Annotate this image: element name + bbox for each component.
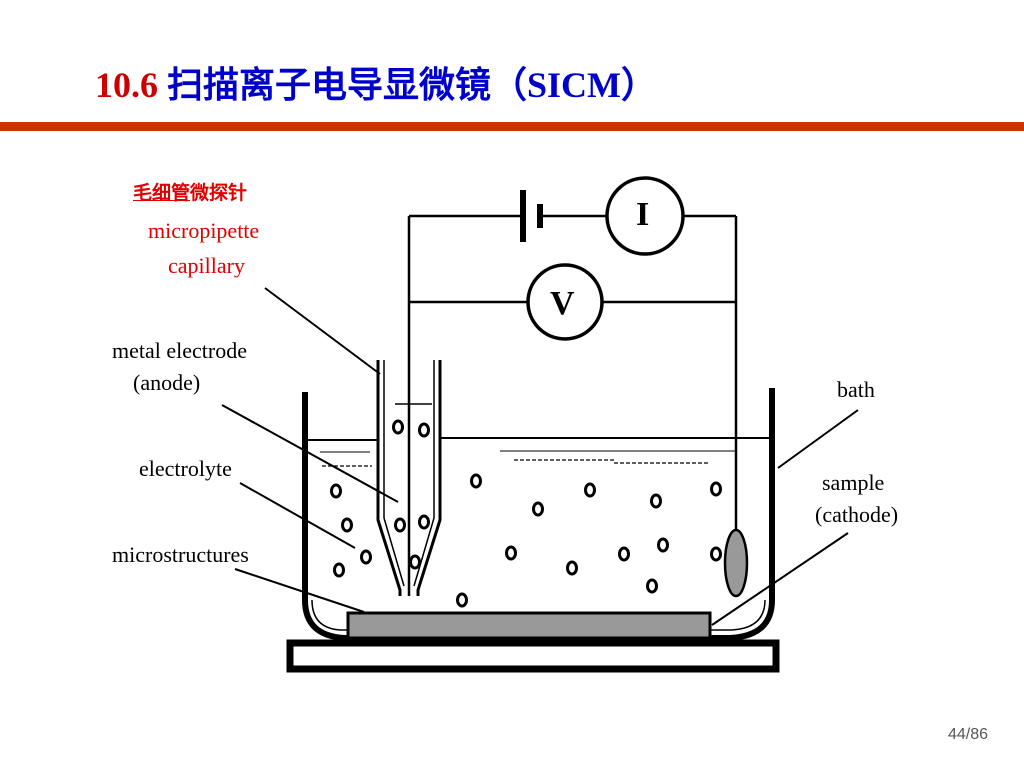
capillary-label-chinese-rest: 微探针 <box>190 182 248 204</box>
leader-sample <box>711 532 849 626</box>
capillary-label-chinese-underlined: 毛细管 <box>133 182 191 204</box>
electrode-label-2: (anode) <box>133 370 201 395</box>
capillary-label-chinese: 毛细管微探针 <box>133 178 247 205</box>
sample-label-2: (cathode) <box>815 502 899 527</box>
title-divider <box>0 122 1024 131</box>
sample-label-1: sample <box>822 470 885 495</box>
leader-bath <box>777 409 859 469</box>
title-abbr: SICM <box>527 65 622 105</box>
title-close: ） <box>621 65 658 106</box>
leader-electrolyte <box>239 482 356 549</box>
capillary-label-en-2: capillary <box>168 253 245 278</box>
electrode-label-1: metal electrode <box>112 338 247 363</box>
microstructures-label: microstructures <box>112 542 249 567</box>
micropipette <box>376 360 402 596</box>
counter-electrode <box>723 528 749 598</box>
page-number: 44/86 <box>947 726 988 743</box>
slide-title: 10.6 扫描离子电导显微镜（SICM） <box>95 56 657 108</box>
leader-capillary <box>264 287 381 375</box>
voltage-meter-label: V <box>550 285 575 322</box>
electrolyte-label: electrolyte <box>139 456 232 481</box>
ion-circle-icon <box>330 419 722 608</box>
capillary-label-en-1: micropipette <box>148 218 260 243</box>
title-number: 10.6 <box>95 65 158 105</box>
bath-label: bath <box>837 377 875 402</box>
sample-cathode <box>346 611 712 640</box>
title-chinese: 扫描离子电导显微镜（ <box>167 65 528 106</box>
leader-microstructures <box>234 568 365 613</box>
base-plate <box>286 639 780 673</box>
current-meter-label: I <box>636 196 650 233</box>
leader-electrode <box>221 404 399 503</box>
